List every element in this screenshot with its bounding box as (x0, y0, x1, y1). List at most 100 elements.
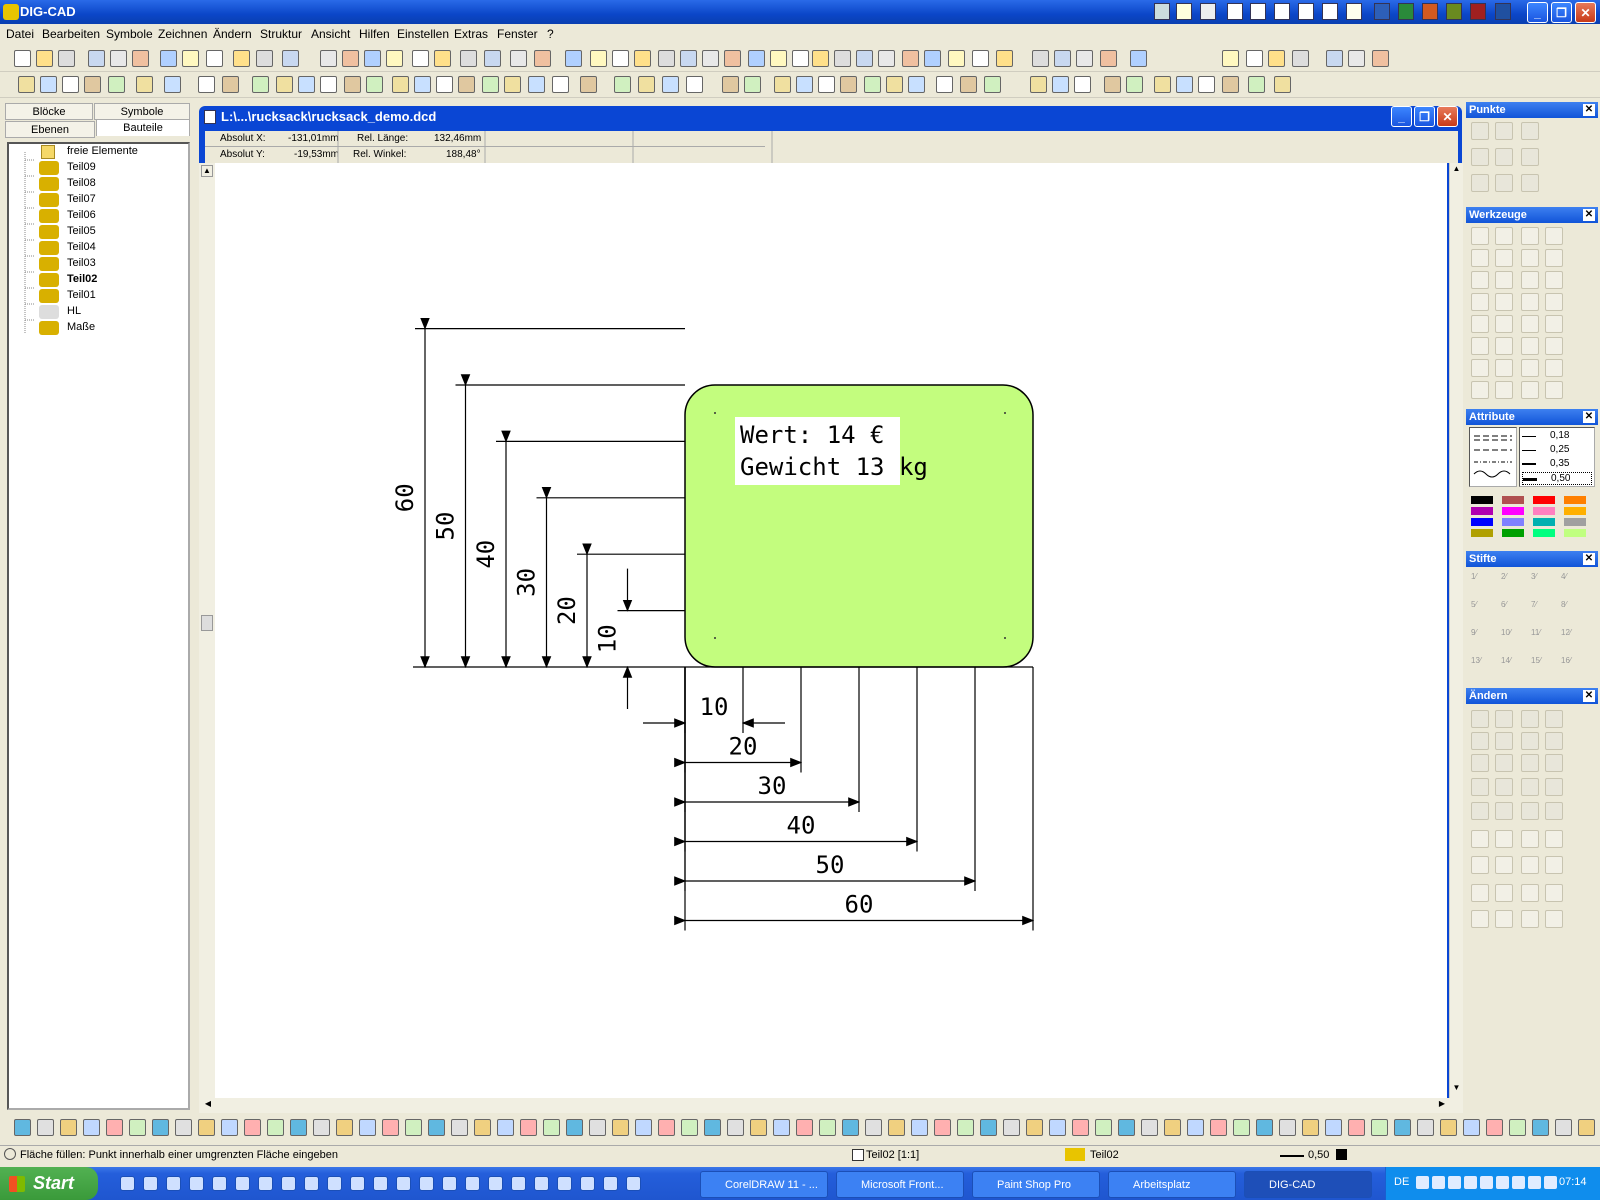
toolbar-button[interactable] (1268, 50, 1285, 67)
quicklaunch-icon[interactable] (626, 1176, 641, 1191)
menu-hilfen[interactable]: Hilfen (359, 27, 390, 41)
toolbar-button[interactable] (658, 1119, 675, 1136)
toolbar-button[interactable] (436, 76, 453, 93)
status-color-swatch[interactable] (1336, 1149, 1347, 1160)
tool-button[interactable] (1521, 802, 1539, 820)
toolbar-button[interactable] (566, 1119, 583, 1136)
left-ruler-scroll[interactable]: ▲ (199, 163, 215, 1098)
toolbar-button[interactable] (1248, 76, 1265, 93)
tool-button[interactable] (1471, 271, 1489, 289)
toolbar-button[interactable] (256, 50, 273, 67)
tool-button[interactable] (1521, 884, 1539, 902)
quicklaunch-icon[interactable] (212, 1176, 227, 1191)
toolbar-button[interactable] (1176, 76, 1193, 93)
tray-icon[interactable] (1480, 1176, 1493, 1189)
tray-app-icon[interactable] (1495, 3, 1511, 20)
toolbar-button[interactable] (980, 1119, 997, 1136)
menu-datei[interactable]: Datei (6, 27, 35, 41)
tool-button[interactable] (1495, 884, 1513, 902)
close-icon[interactable]: ✕ (1583, 690, 1595, 702)
tool-button[interactable] (1521, 778, 1539, 796)
tool-button[interactable] (1471, 732, 1489, 750)
toolbar-button[interactable] (110, 50, 127, 67)
tool-button[interactable] (1521, 710, 1539, 728)
quicklaunch-icon[interactable] (235, 1176, 250, 1191)
toolbar-button[interactable] (634, 50, 651, 67)
tool-button[interactable] (1495, 754, 1513, 772)
tool-button[interactable] (1495, 910, 1513, 928)
menu-help[interactable]: ? (547, 27, 554, 41)
toolbar-button[interactable] (392, 76, 409, 93)
toolbar-button[interactable] (83, 1119, 100, 1136)
tool-button[interactable] (1545, 337, 1563, 355)
tool-button[interactable] (1495, 293, 1513, 311)
tool-button[interactable] (1521, 732, 1539, 750)
toolbar-button[interactable] (984, 76, 1001, 93)
toolbar-button[interactable] (18, 76, 35, 93)
doc-close-button[interactable]: ✕ (1437, 106, 1458, 127)
tool-button[interactable] (1495, 856, 1513, 874)
scroll-down-arrow[interactable]: ▼ (1452, 1083, 1461, 1092)
menu-extras[interactable]: Extras (454, 27, 489, 41)
toolbar-button[interactable] (198, 1119, 215, 1136)
toolbar-button[interactable] (948, 50, 965, 67)
color-swatch[interactable] (1564, 507, 1586, 515)
color-swatch[interactable] (1471, 529, 1493, 537)
mail-icon[interactable] (1227, 3, 1243, 20)
toolbar-button[interactable] (164, 76, 181, 93)
quicklaunch-icon[interactable] (511, 1176, 526, 1191)
tool-button[interactable] (1521, 315, 1539, 333)
toolbar-button[interactable] (206, 50, 223, 67)
tray-app-icon[interactable] (1298, 3, 1314, 20)
toolbar-button[interactable] (750, 1119, 767, 1136)
tray-app-icon[interactable] (1322, 3, 1338, 20)
toolbar-button[interactable] (244, 1119, 261, 1136)
pen-button[interactable]: 8⁄ (1561, 600, 1567, 609)
toolbar-button[interactable] (1348, 50, 1365, 67)
toolbar-button[interactable] (1032, 50, 1049, 67)
toolbar-button[interactable] (132, 50, 149, 67)
tray-app-icon[interactable] (1274, 3, 1290, 20)
toolbar-button[interactable] (1578, 1119, 1595, 1136)
toolbar-button[interactable] (748, 50, 765, 67)
menu-symbole[interactable]: Symbole (106, 27, 153, 41)
tool-button[interactable] (1471, 359, 1489, 377)
pen-button[interactable]: 10⁄ (1501, 628, 1512, 637)
toolbar-button[interactable] (686, 76, 703, 93)
toolbar-button[interactable] (1118, 1119, 1135, 1136)
tool-button[interactable] (1471, 148, 1489, 166)
toolbar-button[interactable] (774, 76, 791, 93)
tool-button[interactable] (1545, 315, 1563, 333)
toolbar-button[interactable] (136, 76, 153, 93)
toolbar-button[interactable] (1463, 1119, 1480, 1136)
toolbar-button[interactable] (1095, 1119, 1112, 1136)
dim-label-vertical[interactable]: 10 (594, 624, 622, 653)
toolbar-button[interactable] (722, 76, 739, 93)
toolbar-button[interactable] (543, 1119, 560, 1136)
toolbar-button[interactable] (878, 50, 895, 67)
pen-button[interactable]: 15⁄ (1531, 656, 1542, 665)
toolbar-button[interactable] (635, 1119, 652, 1136)
tool-button[interactable] (1471, 227, 1489, 245)
toolbar-button[interactable] (313, 1119, 330, 1136)
quicklaunch-icon[interactable] (166, 1176, 181, 1191)
quicklaunch-icon[interactable] (396, 1176, 411, 1191)
toolbar-button[interactable] (58, 50, 75, 67)
quicklaunch-icon[interactable] (419, 1176, 434, 1191)
toolbar-button[interactable] (865, 1119, 882, 1136)
toolbar-button[interactable] (336, 1119, 353, 1136)
start-button[interactable]: Start (0, 1167, 98, 1200)
color-swatch[interactable] (1502, 518, 1524, 526)
powerpoint-icon[interactable] (1422, 3, 1438, 20)
tool-button[interactable] (1471, 778, 1489, 796)
quicklaunch-icon[interactable] (580, 1176, 595, 1191)
toolbar-button[interactable] (886, 76, 903, 93)
color-swatch[interactable] (1533, 507, 1555, 515)
color-swatch[interactable] (1533, 529, 1555, 537)
tool-button[interactable] (1495, 148, 1513, 166)
toolbar-button[interactable] (320, 76, 337, 93)
menu-fenster[interactable]: Fenster (497, 27, 538, 41)
toolbar-button[interactable] (612, 1119, 629, 1136)
toolbar-button[interactable] (84, 76, 101, 93)
task-paintshop[interactable]: Paint Shop Pro (972, 1171, 1100, 1198)
